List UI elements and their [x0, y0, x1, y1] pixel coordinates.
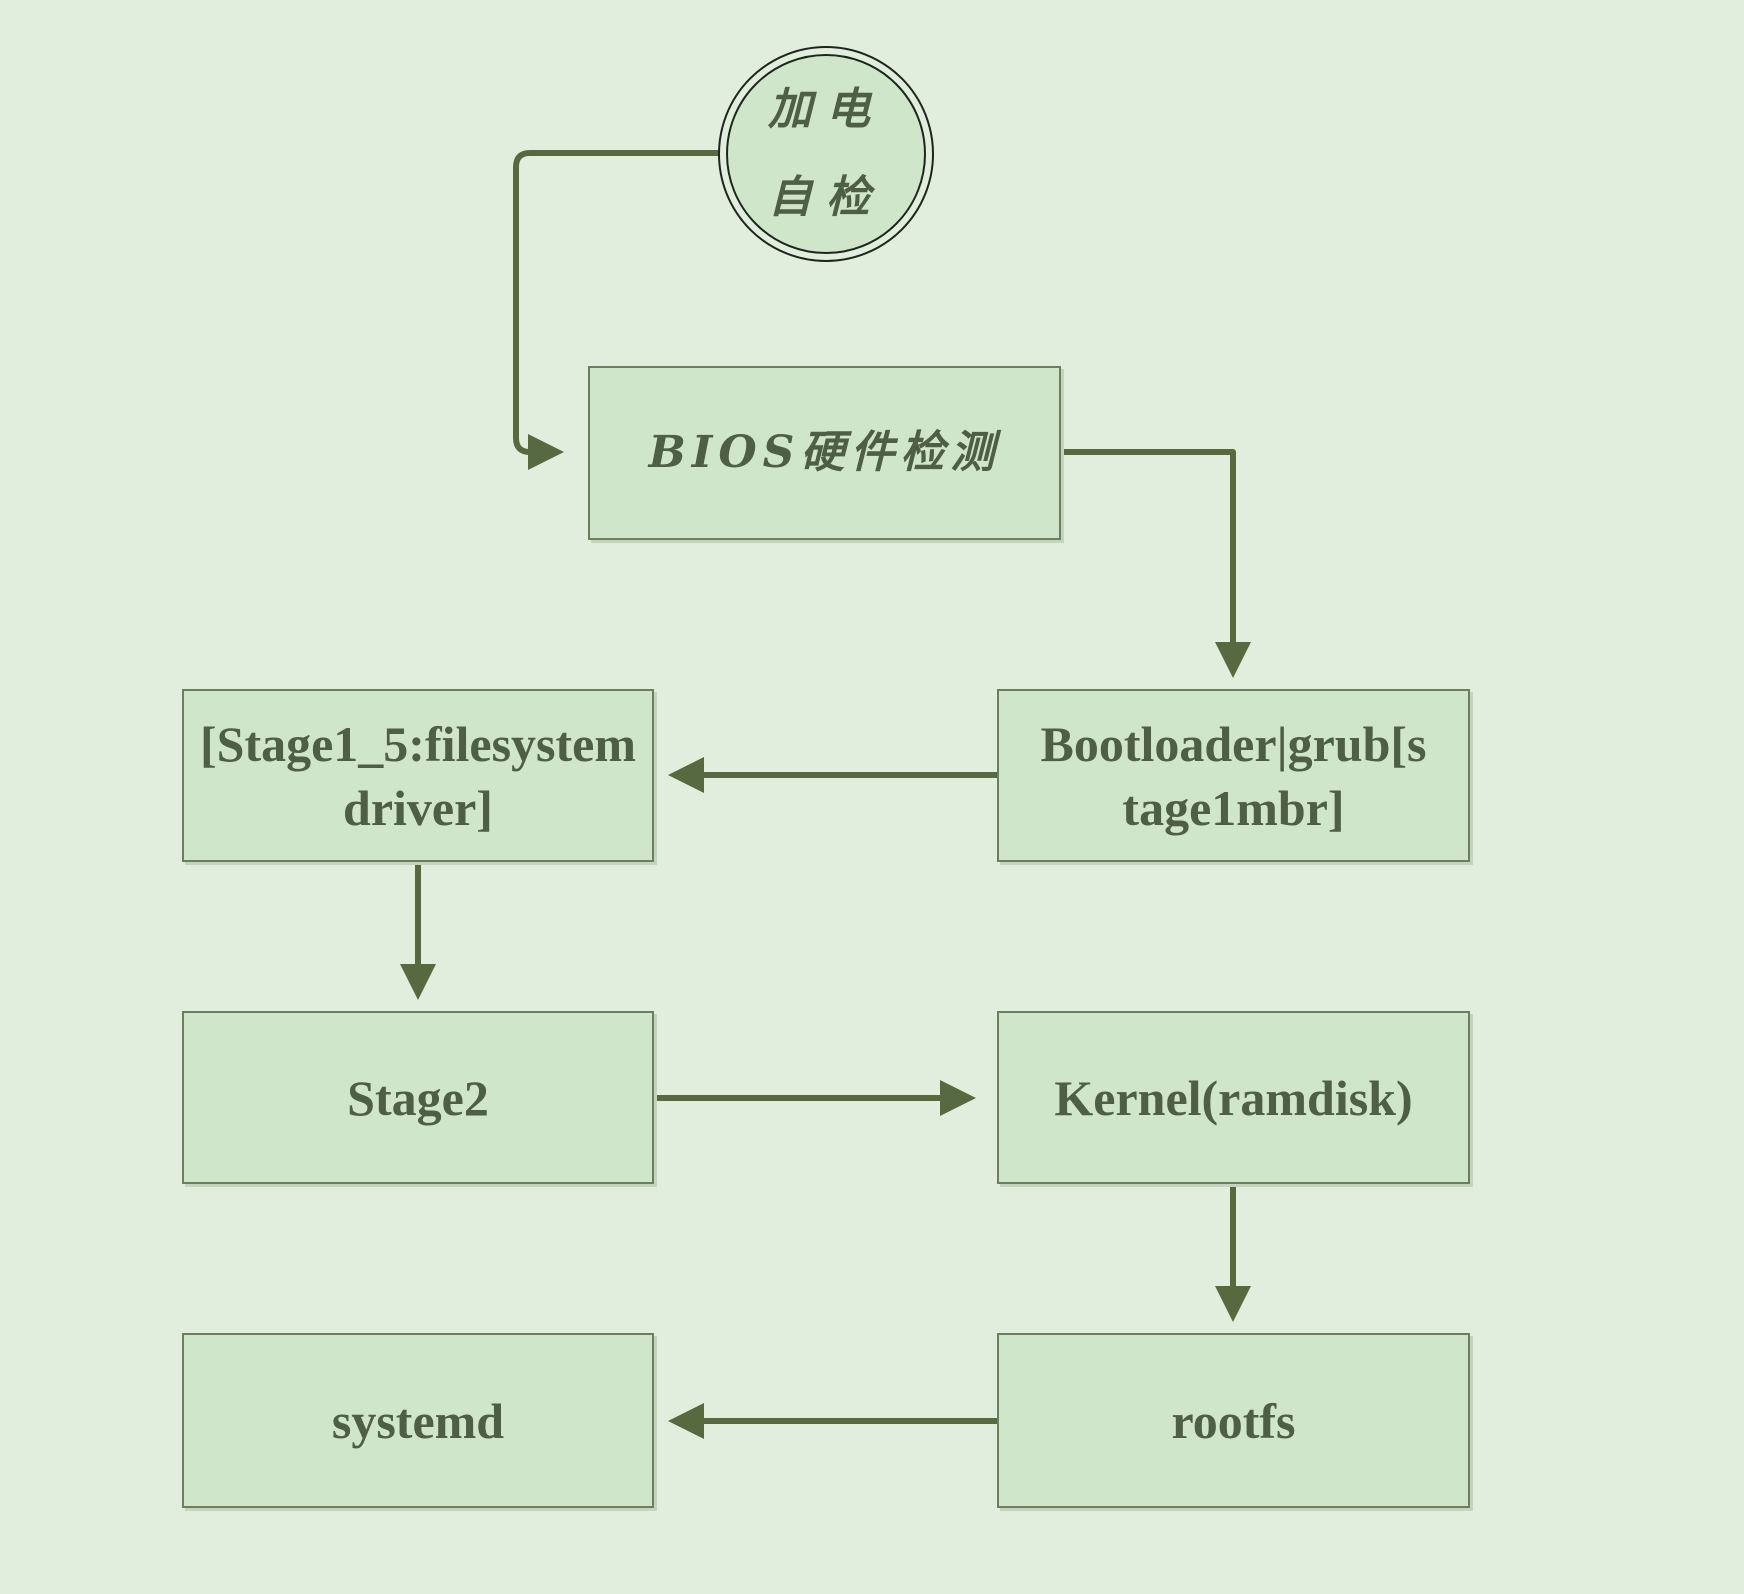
rootfs-node: rootfs — [997, 1333, 1470, 1508]
arrow-start-to-bios — [513, 150, 720, 470]
power-on-self-test-label-circle: 加电自检 — [726, 54, 926, 254]
rootfs-label: rootfs — [1171, 1392, 1296, 1449]
stage1-5-node: [Stage1_5:filesystem driver] — [182, 689, 654, 862]
stage2-node: Stage2 — [182, 1011, 654, 1184]
bootloader-label: Bootloader|grub[stage1mbr] — [1040, 715, 1427, 836]
bootloader-node: Bootloader|grub[stage1mbr] — [997, 689, 1470, 862]
systemd-label: systemd — [331, 1392, 505, 1449]
bios-node: BIOS硬件检测 — [588, 366, 1061, 540]
stage2-label: Stage2 — [347, 1069, 489, 1126]
power-on-self-test-label: 加电自检 — [768, 84, 884, 223]
kernel-label: Kernel(ramdisk) — [1054, 1069, 1413, 1126]
kernel-node: Kernel(ramdisk) — [997, 1011, 1470, 1184]
arrow-bios-to-bootloader — [1061, 449, 1251, 678]
bios-label: BIOS硬件检测 — [648, 427, 1001, 478]
systemd-node: systemd — [182, 1333, 654, 1508]
stage1-5-label: [Stage1_5:filesystem driver] — [200, 715, 636, 836]
